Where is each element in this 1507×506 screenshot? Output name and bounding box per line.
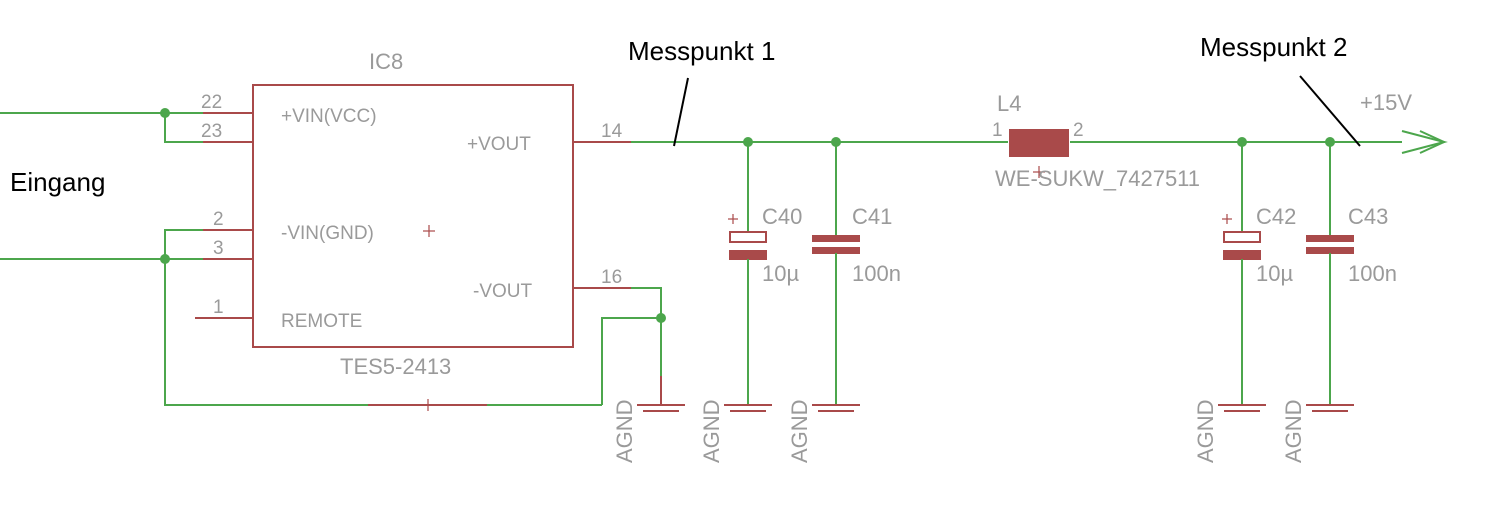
ground-label: AGND xyxy=(612,399,637,463)
pin-label-vout-neg: -VOUT xyxy=(473,281,533,302)
ic8-name: IC8 xyxy=(369,49,403,74)
ground-symbol xyxy=(812,404,860,412)
pin-label-vout-pos: +VOUT xyxy=(467,134,531,155)
c41-value: 100n xyxy=(852,261,901,286)
supply-label: +15V xyxy=(1360,90,1412,115)
inductor-pin-1: 1 xyxy=(992,120,1003,141)
capacitor-c40 xyxy=(728,142,767,404)
inductor-l4-body xyxy=(1009,129,1069,157)
test-point-1-label: Messpunkt 1 xyxy=(628,36,775,66)
capacitor-c41 xyxy=(812,142,860,404)
pin-number-2: 2 xyxy=(213,209,224,230)
c42-value: 10µ xyxy=(1256,261,1293,286)
test-point-2-label: Messpunkt 2 xyxy=(1200,32,1347,62)
c43-value: 100n xyxy=(1348,261,1397,286)
output-rail xyxy=(631,130,1448,318)
test-point-2-leader xyxy=(1299,75,1361,147)
c41-name: C41 xyxy=(852,204,892,229)
pin-number-23: 23 xyxy=(201,121,222,142)
ground-symbol xyxy=(637,318,685,412)
test-point-1-leader xyxy=(673,77,689,147)
ic8-component xyxy=(195,84,631,348)
ic8-value: TES5-2413 xyxy=(340,354,451,379)
c43-name: C43 xyxy=(1348,204,1388,229)
junction-dot xyxy=(160,108,170,118)
c42-name: C42 xyxy=(1256,204,1296,229)
c40-value: 10µ xyxy=(762,261,799,286)
inductor-name: L4 xyxy=(997,91,1021,116)
pin-number-1: 1 xyxy=(213,297,224,318)
pin-label-remote: REMOTE xyxy=(281,311,362,332)
pin-number-14: 14 xyxy=(601,121,623,142)
ground-label: AGND xyxy=(787,399,812,463)
input-wires xyxy=(0,112,661,406)
inductor-value: WE-SUKW_7427511 xyxy=(995,166,1200,191)
pin-label-vin-gnd: -VIN(GND) xyxy=(281,223,374,244)
junction-dot xyxy=(160,254,170,264)
pin-label-vin-vcc: +VIN(VCC) xyxy=(281,106,377,127)
c40-name: C40 xyxy=(762,204,802,229)
pin-number-22: 22 xyxy=(201,92,222,113)
ground-label: AGND xyxy=(699,399,724,463)
ground-symbol xyxy=(724,404,772,412)
ic8-body xyxy=(252,84,574,348)
capacitor-c43 xyxy=(1306,142,1354,404)
inductor-pin-2: 2 xyxy=(1073,120,1084,141)
ground-label: AGND xyxy=(1193,399,1218,463)
ground-symbol xyxy=(1306,404,1354,412)
pin-number-16: 16 xyxy=(601,267,622,288)
input-label: Eingang xyxy=(10,167,105,197)
ground-symbol xyxy=(1218,404,1266,412)
pin-number-3: 3 xyxy=(213,238,224,259)
ground-label: AGND xyxy=(1281,399,1306,463)
capacitor-c42 xyxy=(1222,142,1261,404)
